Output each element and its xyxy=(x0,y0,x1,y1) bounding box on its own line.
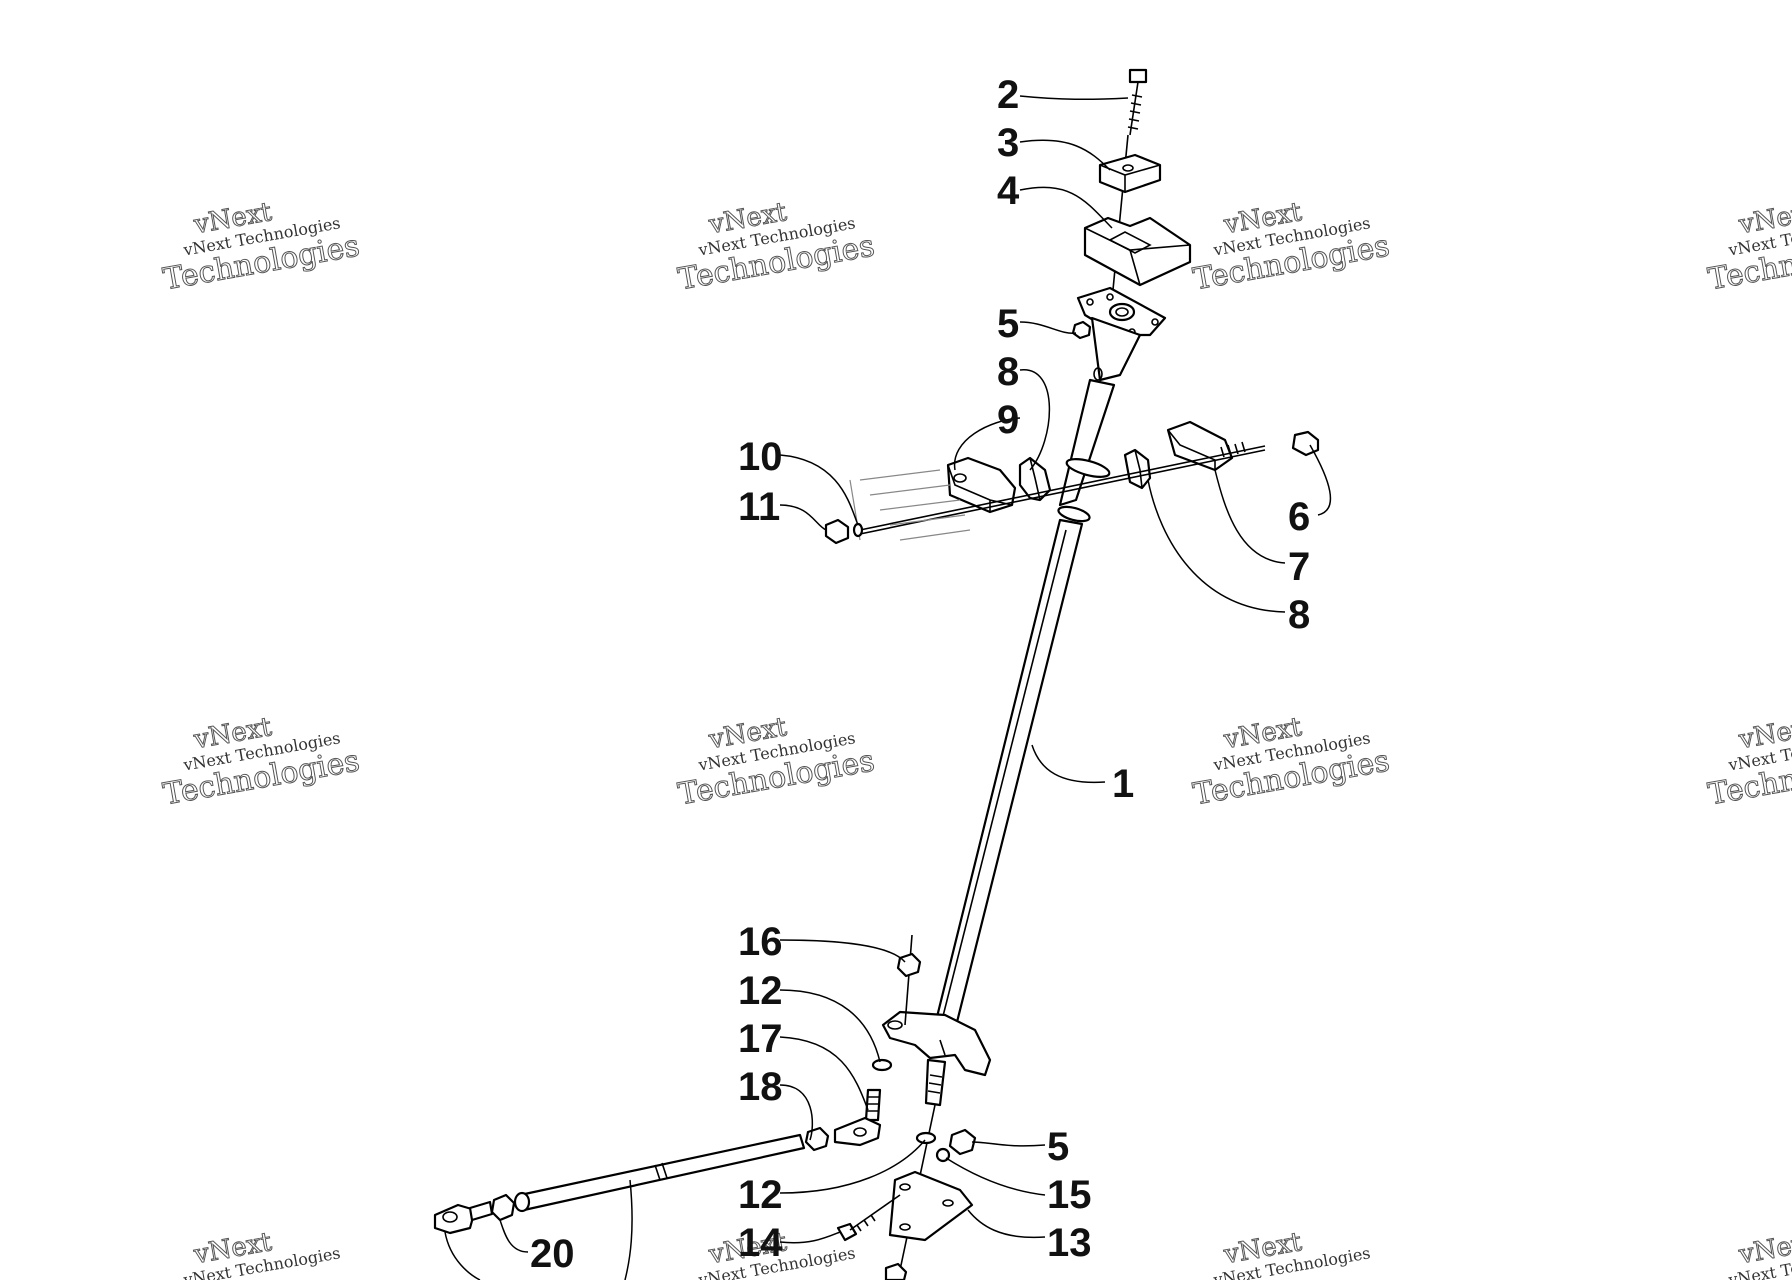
callout-17: 17 xyxy=(738,1017,783,1061)
watermark: vNext vNext Technologies Technologies xyxy=(160,197,363,298)
callout-3: 3 xyxy=(997,121,1019,165)
watermark: vNext vNext Technologies Technologies xyxy=(1190,197,1393,298)
callout-5: 5 xyxy=(997,302,1019,346)
callout-7: 7 xyxy=(1288,545,1310,589)
watermark: vNext vNext Technologies Technologies xyxy=(1705,712,1792,813)
watermark: vNext vNext Technologies Technologies xyxy=(160,712,363,813)
clamp-part-9 xyxy=(946,456,1017,514)
block-part-4 xyxy=(1083,216,1192,287)
nut-bottom xyxy=(884,1262,908,1280)
nut-part-20 xyxy=(490,1193,516,1222)
watermark-layer: vNext vNext Technologies Technologies vN… xyxy=(160,197,1792,1280)
callout-18: 18 xyxy=(738,1065,783,1109)
watermark: vNext vNext Technologies xyxy=(1726,1227,1792,1280)
washer-part-12-upper xyxy=(871,1058,893,1072)
watermark: vNext vNext Technologies xyxy=(181,1227,342,1280)
nut-part-11 xyxy=(824,518,850,545)
steering-tube-part-1 xyxy=(933,378,1116,1032)
watermark: vNext vNext Technologies xyxy=(1211,1227,1372,1280)
callout-5: 5 xyxy=(1047,1125,1069,1169)
callout-9: 9 xyxy=(997,398,1019,442)
tie-rod-end xyxy=(433,1200,494,1235)
drawing-layer xyxy=(433,68,1320,1280)
callout-1: 1 xyxy=(1112,762,1134,806)
nut-part-18 xyxy=(804,1126,830,1152)
nut-part-5-lower xyxy=(948,1128,977,1156)
callout-4: 4 xyxy=(997,169,1020,213)
callout-15: 15 xyxy=(1047,1173,1092,1217)
callout-20: 20 xyxy=(530,1232,575,1276)
callout-12: 12 xyxy=(738,1173,783,1217)
clamp-part-3 xyxy=(1098,153,1162,194)
callout-14: 14 xyxy=(738,1221,783,1265)
leader-lines xyxy=(444,95,1332,1280)
lower-steering-arm xyxy=(881,1010,992,1107)
callout-8: 8 xyxy=(1288,593,1310,637)
watermark: vNext vNext Technologies Technologies xyxy=(675,712,878,813)
callout-13: 13 xyxy=(1047,1221,1092,1265)
bracket-part-13 xyxy=(888,1170,974,1242)
stud-part-17 xyxy=(833,1088,882,1147)
callout-labels: 2 3 4 5 8 9 10 11 6 7 8 1 16 12 17 18 5 … xyxy=(530,73,1310,1276)
callout-8: 8 xyxy=(997,350,1019,394)
bolt-part-14 xyxy=(836,1194,901,1242)
nut-part-5-upper xyxy=(1071,320,1092,340)
upper-bracket xyxy=(1076,286,1167,382)
watermark: vNext vNext Technologies Technologies xyxy=(675,197,878,298)
watermark: vNext vNext Technologies Technologies xyxy=(1190,712,1393,813)
callout-2: 2 xyxy=(997,73,1019,117)
bushing-part-8-right xyxy=(1123,448,1152,490)
washer-part-10 xyxy=(852,522,864,538)
callout-12: 12 xyxy=(738,969,783,1013)
clamp-part-7 xyxy=(1166,420,1234,472)
callout-10: 10 xyxy=(738,435,783,479)
callout-11: 11 xyxy=(738,485,780,529)
watermark: vNext vNext Technologies Technologies xyxy=(1705,197,1792,298)
callout-6: 6 xyxy=(1288,495,1310,539)
callout-16: 16 xyxy=(738,920,783,964)
tie-rod xyxy=(513,1133,806,1213)
